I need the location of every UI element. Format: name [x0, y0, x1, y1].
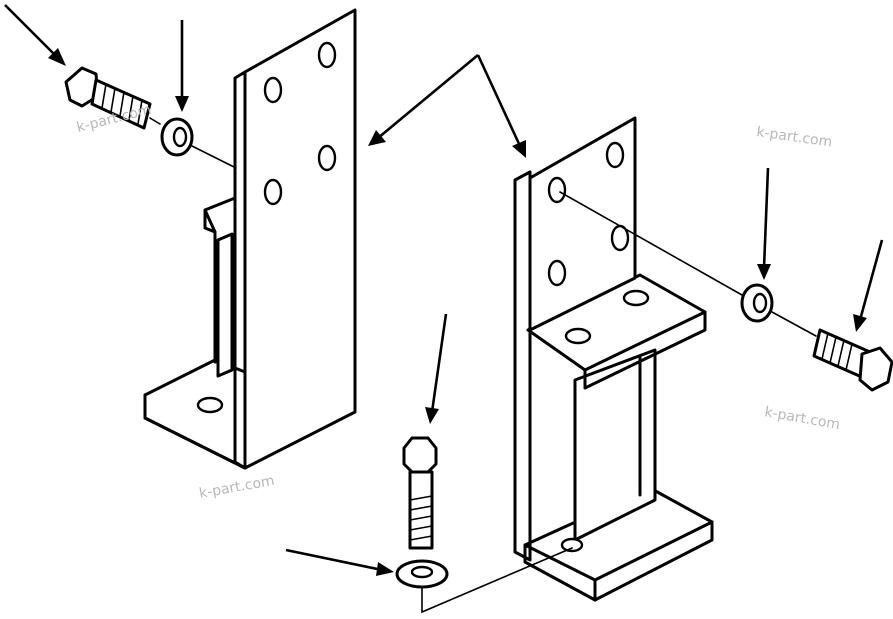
arrow: [285, 548, 394, 576]
hole: [605, 141, 625, 169]
hole: [317, 144, 337, 172]
washer-lower: [395, 559, 449, 589]
hole: [263, 178, 283, 206]
assembly-line: [771, 311, 817, 337]
hole: [263, 76, 283, 104]
watermark: k-part.com: [755, 124, 833, 150]
bolt-right: [812, 328, 893, 392]
bolt-lower: [402, 436, 438, 550]
arrow: [757, 167, 771, 280]
watermark: k-part.com: [198, 473, 276, 502]
hole: [196, 396, 224, 414]
arrow: [853, 239, 884, 332]
assembly-line: [559, 191, 743, 296]
hole: [622, 289, 650, 307]
bracket-left: [143, 8, 357, 470]
arrow: [175, 20, 189, 112]
hole: [560, 537, 584, 553]
bolt-upper-left: [64, 66, 152, 130]
washer-upper-left: [160, 117, 194, 157]
arrow: [368, 53, 479, 146]
assembly-line: [191, 145, 237, 169]
hole: [547, 259, 567, 287]
washer-right: [740, 283, 774, 323]
watermark: k-part.com: [763, 404, 841, 433]
hole: [317, 41, 337, 69]
arrow: [476, 54, 526, 158]
assembly-line: [149, 117, 161, 125]
bracket-right: [513, 116, 714, 602]
hole: [547, 176, 567, 204]
assembly-line: [421, 547, 573, 614]
arrow: [4, 4, 66, 66]
hole: [564, 327, 592, 345]
arrow: [425, 313, 448, 424]
